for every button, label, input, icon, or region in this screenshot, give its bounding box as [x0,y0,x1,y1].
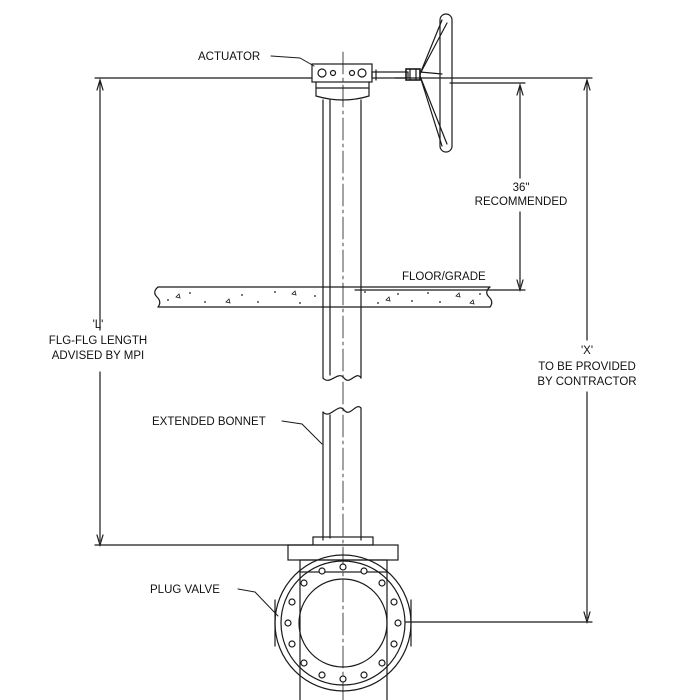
dimension-l-line1: FLG-FLG LENGTH [49,335,147,347]
dimension-36-value: 36" [513,182,530,194]
dimension-x [394,77,593,625]
extended-bonnet-pipe [322,99,362,541]
handwheel [419,13,453,153]
dimension-36-text: RECOMMENDED [475,196,568,208]
dimension-l-mark: 'L' [93,319,104,331]
leaders [237,55,323,617]
plug-valve-label: PLUG VALVE [150,584,220,596]
dimension-x-mark: 'X' [581,345,593,357]
dimension-x-line1: TO BE PROVIDED [538,361,636,373]
dimension-36 [354,82,526,293]
floor-grade-label: FLOOR/GRADE [402,271,486,283]
dimension-l [94,77,313,548]
floor-slab [154,286,493,308]
dimension-x-line2: BY CONTRACTOR [537,376,636,388]
plug-valve [274,536,412,700]
actuator-label: ACTUATOR [198,51,260,63]
actuator [311,63,421,101]
dimension-l-line2: ADVISED BY MPI [52,350,144,362]
extended-bonnet-label: EXTENDED BONNET [152,416,266,428]
